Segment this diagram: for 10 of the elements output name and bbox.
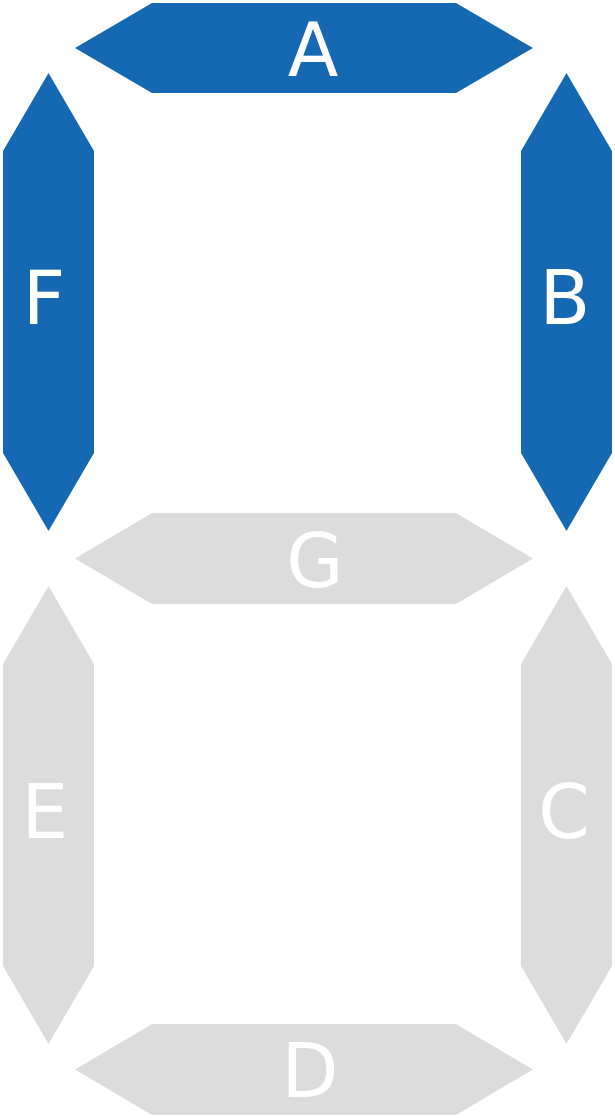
segment-letter: F — [22, 261, 66, 335]
display-segment — [75, 1024, 533, 1115]
display-segment — [75, 3, 533, 93]
display-segment — [521, 586, 612, 1044]
display-segment — [3, 586, 94, 1044]
display-segment — [75, 513, 533, 604]
display-segment — [3, 73, 94, 531]
display-segment — [521, 73, 612, 531]
segment-letter: A — [287, 13, 339, 87]
segment-letter: B — [539, 261, 591, 335]
